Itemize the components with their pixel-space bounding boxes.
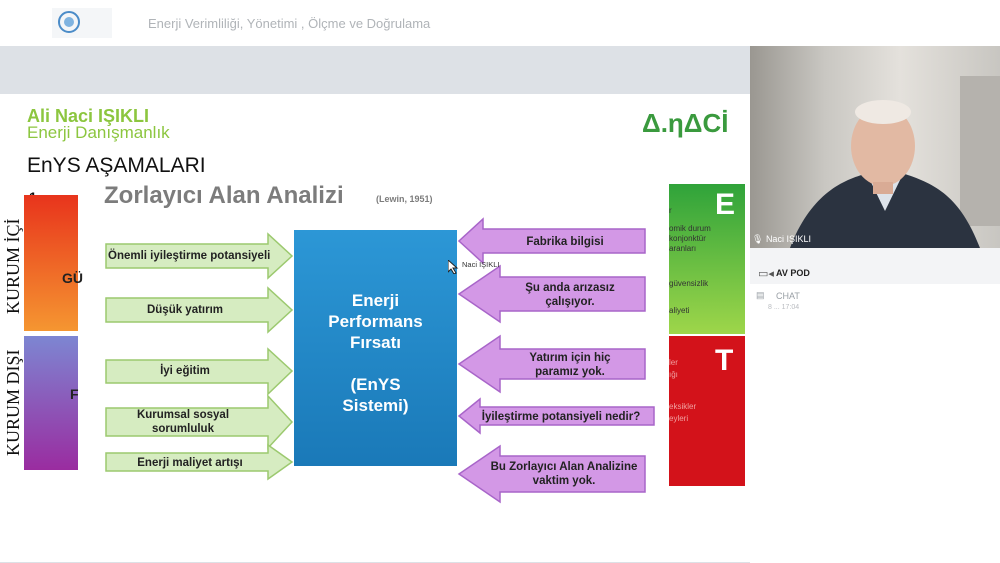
av-pod-bar[interactable] xyxy=(750,248,1000,284)
slide-heading: EnYS AŞAMALARI xyxy=(27,154,206,177)
right-arrow-label-5: Bu Zorlayıcı Alan Analizine vaktim yok. xyxy=(490,461,638,487)
red-block-text: ığı xyxy=(669,370,678,379)
camera-label-text: Naci IŞIKLI xyxy=(765,234,811,244)
video-camera-icon: ▭◂ xyxy=(758,268,774,280)
left-arrow-shape xyxy=(105,394,294,450)
av-pod-label[interactable]: AV POD xyxy=(776,268,810,278)
red-block-letter: T xyxy=(715,344,734,377)
cut-text-bottom: F xyxy=(70,386,79,402)
left-arrow-label-4: Kurumsal sosyal sorumluluk xyxy=(136,409,230,435)
green-block-letter: E xyxy=(715,188,736,221)
presenter-org: Enerji Danışmanlık xyxy=(27,123,170,142)
chat-label[interactable]: CHAT xyxy=(776,291,800,301)
red-block-text: eyleri xyxy=(669,414,689,423)
top-bar: Enerji Verimliliği, Yönetimi , Ölçme ve … xyxy=(0,0,1000,46)
green-block-text: omik durum xyxy=(669,224,711,233)
chat-icon: ▤ xyxy=(756,290,765,300)
green-block: E r omik durum konjonktür aranları güven… xyxy=(669,184,745,334)
right-arrow-shape xyxy=(457,397,655,435)
slide-subtitle: Zorlayıcı Alan Analizi xyxy=(104,182,344,209)
cut-text-top: GÜ xyxy=(62,270,83,286)
left-arrow-shape xyxy=(105,443,294,481)
right-arrow-shape xyxy=(457,334,646,394)
center-box-text: Enerji Performans Fırsatı (EnYS Sistemi) xyxy=(294,290,457,416)
center-box: Enerji Performans Fırsatı (EnYS Sistemi) xyxy=(294,230,457,466)
left-arrow-shape xyxy=(105,347,294,396)
app-logo xyxy=(52,8,112,38)
left-arrow-label-2: Düşük yatırım xyxy=(146,304,224,316)
slide-area: Ali Naci IŞIKLI Enerji Danışmanlık Δ.ηΔC… xyxy=(0,46,750,563)
cursor-tag: Naci IŞIKLI xyxy=(462,260,500,269)
green-block-text: konjonktür xyxy=(669,234,706,243)
presentation-slide: Ali Naci IŞIKLI Enerji Danışmanlık Δ.ηΔC… xyxy=(0,94,750,562)
left-arrow-label-1: Önemli iyileştirme potansiyeli xyxy=(108,250,271,262)
right-panel: 🎙 Naci IŞIKLI ▭◂ AV POD ▤ CHAT 8 ... 17:… xyxy=(750,46,1000,563)
red-block: T ler ığı eksikler eyleri xyxy=(669,336,745,486)
red-block-text: eksikler xyxy=(669,402,697,411)
pointer-cursor-icon xyxy=(448,260,459,274)
brand-logo: Δ.ηΔCİ xyxy=(642,108,729,138)
camera-label: 🎙 Naci IŞIKLI xyxy=(752,234,811,244)
right-arrow-label-3: Yatırım için hiç paramız yok. xyxy=(529,352,611,378)
left-arrow-shape xyxy=(105,232,294,280)
center-line-1: Enerji xyxy=(351,291,400,310)
internal-gradient-block xyxy=(24,195,78,331)
slide-citation: (Lewin, 1951) xyxy=(376,194,433,204)
left-arrow-label-3: İyi eğitim xyxy=(160,365,210,377)
center-line-5: (EnYS xyxy=(350,375,401,394)
green-block-text: güvensizlik xyxy=(669,279,709,288)
right-arrow-shape xyxy=(457,264,646,324)
external-gradient-block xyxy=(24,336,78,470)
center-line-gap xyxy=(294,353,457,374)
red-block-text: ler xyxy=(669,358,678,367)
center-line-3: Fırsatı xyxy=(349,333,402,352)
right-arrow-shape xyxy=(457,217,646,265)
presenter-name: Ali Naci IŞIKLI xyxy=(27,106,150,126)
right-arrow-label-4: İyileştirme potansiyeli nedir? xyxy=(481,411,641,423)
center-line-2: Performans xyxy=(328,312,423,331)
app-title: Enerji Verimliliği, Yönetimi , Ölçme ve … xyxy=(148,16,431,31)
right-arrow-shape xyxy=(457,444,646,504)
green-block-text: aliyeti xyxy=(669,306,690,315)
left-arrow-label-5: Enerji maliyet artışı xyxy=(137,457,243,469)
right-arrow-label-2: Şu anda arızasız çalışıyor. xyxy=(525,282,615,308)
chat-preview: 8 ... 17:04 xyxy=(768,304,800,311)
green-block-text: r xyxy=(669,206,672,215)
center-line-6: Sistemi) xyxy=(342,396,409,415)
presenter-video[interactable]: 🎙 Naci IŞIKLI xyxy=(750,46,1000,248)
left-arrow-shape xyxy=(105,286,294,334)
right-arrow-label-1: Fabrika bilgisi xyxy=(526,236,604,248)
force-field-arrows xyxy=(105,217,655,504)
logo-globe-icon xyxy=(58,11,80,33)
presenter-silhouette xyxy=(790,76,1000,248)
green-block-text: aranları xyxy=(669,244,697,253)
